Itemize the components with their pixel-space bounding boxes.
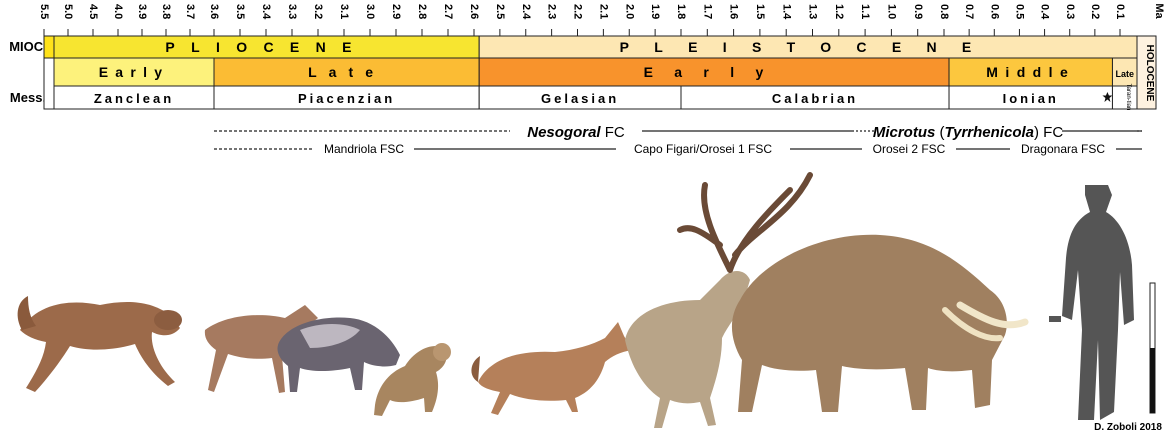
tick-label: 3.6 [208,4,220,19]
tick-label: 1.5 [754,4,766,19]
tick-label: 1.7 [701,4,713,19]
tick-label: 4.0 [112,4,124,19]
boar-figure [277,317,400,392]
tick-label: 2.0 [623,4,635,19]
tick-label: 1.8 [675,4,687,19]
miocene-label: MIOC. [9,39,47,54]
tick-label: 2.6 [468,4,480,19]
dragonara-fsc-label: Dragonara FSC [1021,142,1105,156]
tick-label: 1.9 [649,4,661,19]
tick-label: 3.5 [234,4,246,19]
stage-tarantian-cell [1112,86,1137,109]
tick-label: 1.2 [833,4,845,19]
tick-label: 1.4 [780,4,792,20]
tick-label: 5.5 [38,4,50,19]
tick-label: 2.4 [520,4,532,20]
stage-ionian-label: Ionian [1003,91,1059,106]
animal-illustrations [18,175,1155,428]
tick-label: 2.7 [442,4,454,19]
tick-label: 3.3 [286,4,298,19]
subepoch-middle-pleistocene-label: Middle [986,64,1075,80]
tick-label: 3.2 [312,4,324,19]
tick-label: 4.5 [87,4,99,19]
subepoch-early-pleistocene-label: Early [644,64,785,80]
tick-label: 0.2 [1089,4,1101,19]
messinian-label: Mess. [10,90,46,105]
chronostratigraphy-bands: PLIOCENE PLEISTOCENE Early Late Early Middle L… [44,36,1137,109]
epoch-pliocene-label: PLIOCENE [165,39,367,55]
tick-label: 2.9 [390,4,402,19]
microtus-fc-title: Microtus (Tyrrhenicola) FC [873,124,1063,141]
holocene-label: HOLOCENE [1144,45,1155,102]
tick-label: 1.0 [885,4,897,19]
tick-label: 1.3 [807,4,819,19]
tick-label: 2.1 [597,4,609,19]
stage-calabrian-label: Calabrian [772,91,858,106]
tick-label: 3.7 [184,4,196,19]
tick-label: 0.3 [1064,4,1076,19]
stage-piacenzian-label: Piacenzian [298,91,395,106]
tick-label: 3.4 [260,4,272,20]
mammoth-figure [732,235,1025,412]
stage-gelasian-label: Gelasian [541,91,619,106]
stage-zanclean-label: Zanclean [94,91,174,106]
dhole-figure [471,322,632,415]
credit-text: D. Zoboli 2018 [1094,422,1162,433]
tick-label: 1.1 [859,4,871,19]
scale-bar [1150,283,1155,413]
tick-label: 0.5 [1014,4,1026,19]
hyaena-figure [18,296,182,392]
miocene-cell [44,36,54,58]
capo-figari-fsc-label: Capo Figari/Orosei 1 FSC [634,142,772,156]
tick-label: 3.9 [136,4,148,19]
subepoch-early-pliocene-label: Early [99,64,170,80]
tick-label: 3.1 [338,4,350,19]
tick-label: 0.8 [938,4,950,19]
tick-label: 0.7 [963,4,975,19]
subepoch-late-pleistocene-label: Late [1115,69,1134,79]
unit-label: Ma [1153,3,1165,19]
tick-label: 3.8 [160,4,172,19]
subepoch-late-pliocene-label: Late [308,64,385,80]
tick-label: 0.9 [912,4,924,19]
tick-label: 2.8 [416,4,428,19]
tick-label: 3.0 [364,4,376,19]
orosei2-fsc-label: Orosei 2 FSC [873,142,946,156]
tick-label: 0.6 [988,4,1000,19]
tick-label: 0.4 [1039,4,1051,20]
tick-label: 1.6 [728,4,740,19]
tick-label: 2.2 [572,4,584,19]
tarantian-label: Taran-tian [1125,84,1131,111]
messinian-cell [44,58,54,109]
tick-label: 0.1 [1114,4,1126,19]
tick-label: 2.5 [494,4,506,19]
mandriola-fsc-label: Mandriola FSC [324,142,404,156]
tick-label: 2.3 [546,4,558,19]
nesogoral-fc-title: Nesogoral FC [527,124,625,141]
human-scale-figure [1049,185,1134,420]
epoch-pleistocene-label: PLEISTOCENE [620,39,997,55]
scale-ticks: 5.5 5.0 4.5 4.0 3.9 3.8 3.7 3.6 3.5 3.4 3.3 3.2 3.1 3… [38,4,1137,36]
tick-label: 5.0 [62,4,74,19]
